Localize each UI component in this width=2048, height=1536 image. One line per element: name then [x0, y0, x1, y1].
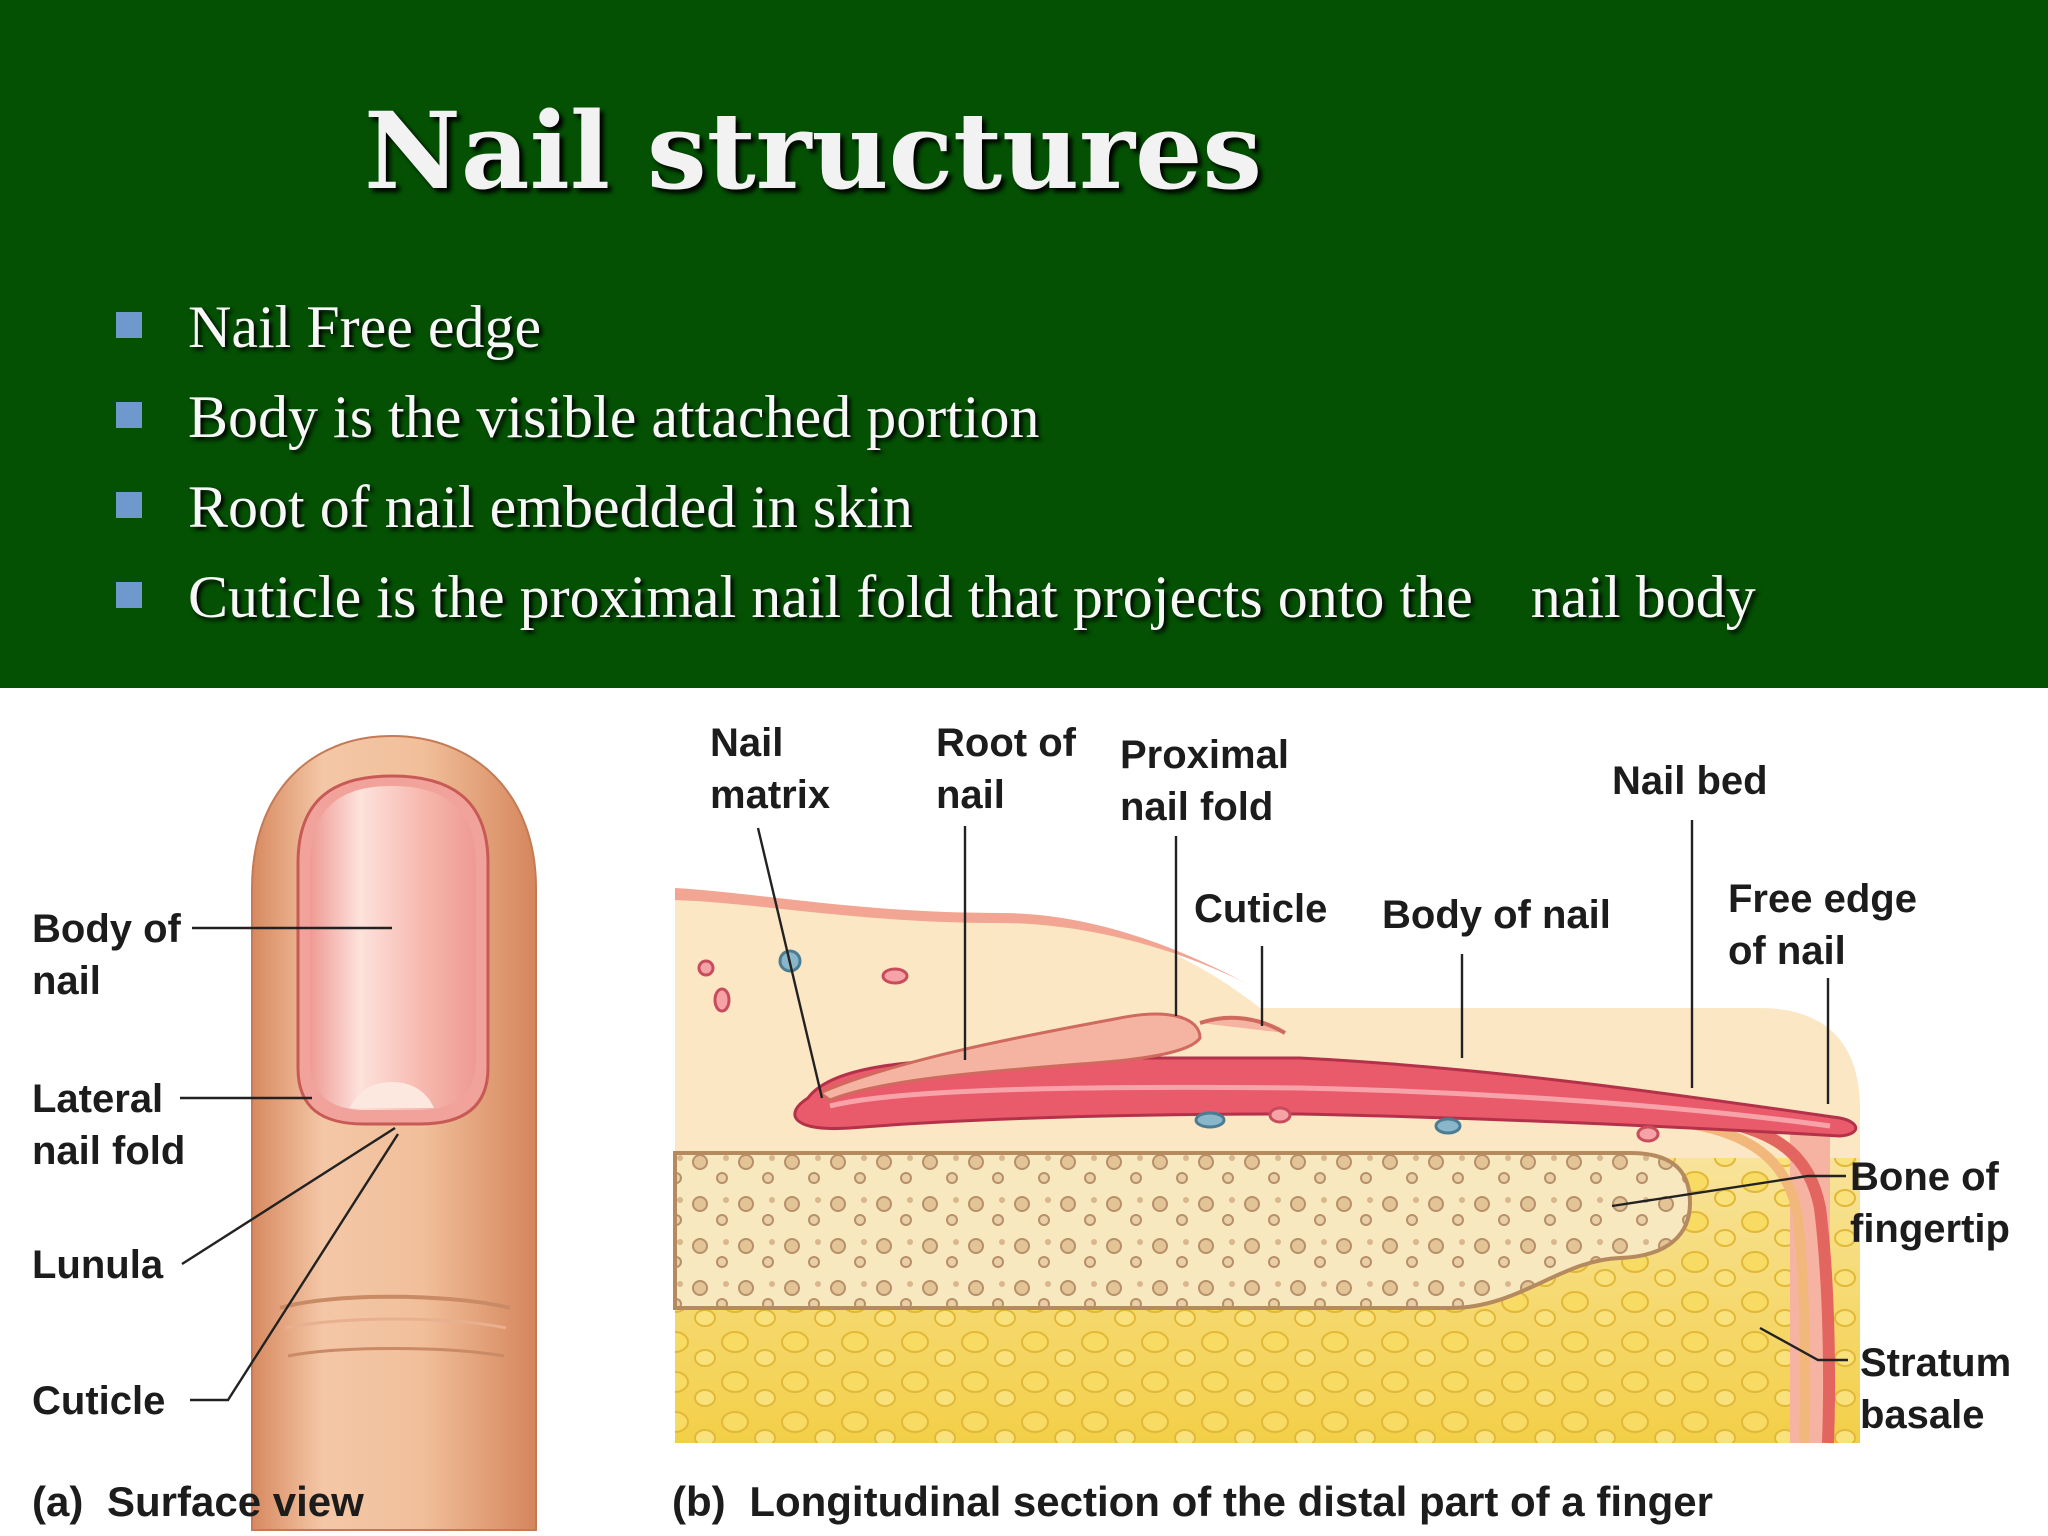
- label-cuticle-section: Cuticle: [1194, 887, 1327, 931]
- bullet-item: Nail Free edge: [112, 282, 1756, 372]
- nail-anatomy-figure: Body of nail Lateral nail fold Lunula Cu…: [32, 721, 2022, 1531]
- label-bone-of-fingertip: Bone of fingertip: [1850, 1155, 2010, 1251]
- label-lateral-nail-fold: Lateral nail fold: [32, 1077, 185, 1173]
- slide-header: Nail structures Nail Free edge Body is t…: [0, 0, 2048, 688]
- bullet-list: Nail Free edge Body is the visible attac…: [112, 282, 1756, 642]
- bullet-item: Cuticle is the proximal nail fold that p…: [112, 552, 1756, 642]
- bullet-text: Cuticle is the proximal nail fold that p…: [188, 564, 1473, 630]
- bullet-text: Nail Free edge: [188, 294, 542, 360]
- caption-section-view: (b) Longitudinal section of the distal p…: [672, 1478, 1713, 1525]
- label-free-edge-of-nail: Free edge of nail: [1728, 877, 1928, 973]
- finger-section-illustration: [673, 888, 1860, 1444]
- bullet-item: Root of nail embedded in skin: [112, 462, 1756, 552]
- caption-surface-view: (a) Surface view: [32, 1478, 364, 1525]
- label-cuticle-surface: Cuticle: [32, 1379, 165, 1423]
- label-nail-bed: Nail bed: [1612, 759, 1768, 803]
- leader-nail-matrix: [756, 827, 824, 1099]
- label-root-of-nail: Root of nail: [936, 721, 1087, 817]
- label-stratum-basale: Stratum basale: [1860, 1341, 2022, 1437]
- leader-bone-of-fingertip: [1611, 1174, 1846, 1208]
- label-nail-matrix: Nail matrix: [710, 721, 830, 817]
- label-proximal-nail-fold: Proximal nail fold: [1120, 733, 1300, 829]
- slide-title: Nail structures: [364, 88, 1263, 213]
- label-body-of-nail-section: Body of nail: [1382, 893, 1611, 937]
- square-bullet-icon: [116, 492, 142, 518]
- label-lunula: Lunula: [32, 1243, 164, 1287]
- bullet-text-continued: nail body: [1530, 564, 1756, 630]
- bullet-text: Body is the visible attached portion: [188, 384, 1040, 450]
- bullet-text: Root of nail embedded in skin: [188, 474, 913, 540]
- bullet-item: Body is the visible attached portion: [112, 372, 1756, 462]
- square-bullet-icon: [116, 582, 142, 608]
- finger-surface-illustration: [251, 734, 537, 1531]
- square-bullet-icon: [116, 402, 142, 428]
- label-body-of-nail: Body of nail: [32, 907, 192, 1003]
- square-bullet-icon: [116, 312, 142, 338]
- leader-cuticle: [190, 1133, 400, 1402]
- leader-stratum-basale: [1759, 1326, 1848, 1362]
- leader-lunula: [181, 1126, 396, 1266]
